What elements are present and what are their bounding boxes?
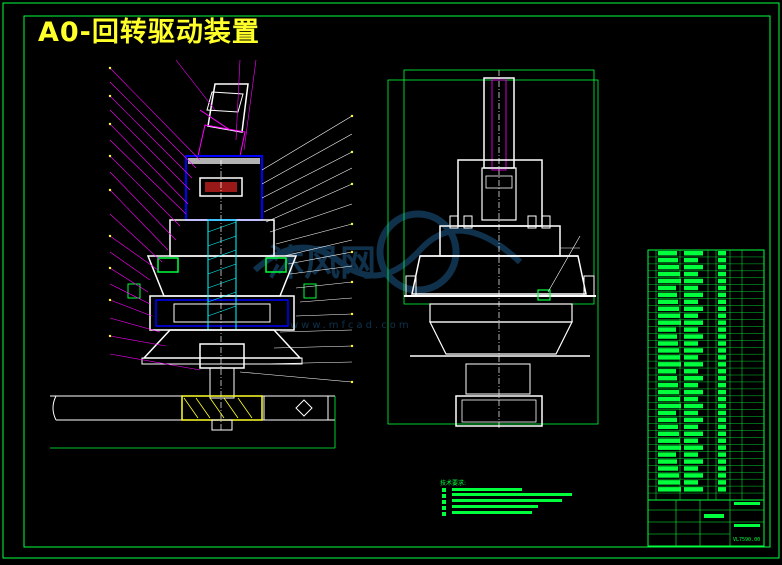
parts-list-entry (658, 341, 678, 346)
parts-list-entry (658, 424, 678, 430)
drawing-title: A0-回转驱动装置 (38, 17, 260, 48)
parts-list-entry (658, 389, 679, 395)
title-block (647, 499, 765, 547)
parts-list-entry (658, 417, 677, 423)
parts-list-entry (658, 271, 680, 277)
parts-list-entry (658, 459, 677, 464)
parts-list (647, 249, 765, 501)
left-section-view (50, 59, 354, 449)
parts-list-entry (658, 473, 679, 478)
inclined-motor (197, 83, 249, 157)
parts-list-entry (658, 445, 681, 450)
parts-list-entry (658, 431, 679, 436)
parts-list-entry (658, 403, 681, 409)
parts-list-entry (658, 313, 680, 318)
technical-requirements-title: 技术要求: (440, 480, 467, 487)
parts-list-entry (658, 487, 681, 492)
parts-list-entry (658, 382, 678, 388)
parts-list-entry (658, 369, 676, 374)
right-elevation-view (387, 69, 599, 430)
drawing-number: VL7590.00 (733, 537, 761, 543)
parts-list-entry (658, 320, 681, 325)
parts-list-entry (658, 452, 676, 457)
parts-list-entry (658, 264, 679, 270)
parts-list-entry (658, 257, 678, 263)
inner-frame (23, 15, 771, 548)
parts-list-entry (658, 362, 681, 367)
parts-list-entry (658, 410, 676, 416)
svg-text:沐风网: 沐风网 (268, 242, 376, 284)
technical-requirements-block (442, 488, 572, 516)
parts-list-entry (658, 251, 677, 256)
parts-list-entry (658, 292, 677, 298)
parts-list-entry (658, 334, 677, 339)
parts-list-entry (658, 396, 680, 402)
parts-list-entry (658, 376, 677, 381)
parts-list-entry (658, 299, 678, 305)
svg-text:www.mfcad.com: www.mfcad.com (290, 320, 412, 331)
parts-list-entry (658, 438, 680, 443)
parts-list-entry (658, 278, 681, 284)
parts-list-entry (658, 285, 676, 291)
parts-list-entry (658, 327, 676, 332)
parts-list-entry (658, 306, 679, 311)
parts-list-entry (658, 348, 679, 353)
parts-list-entry (658, 355, 680, 360)
parts-list-entry (658, 466, 678, 471)
parts-list-entry (658, 480, 680, 485)
